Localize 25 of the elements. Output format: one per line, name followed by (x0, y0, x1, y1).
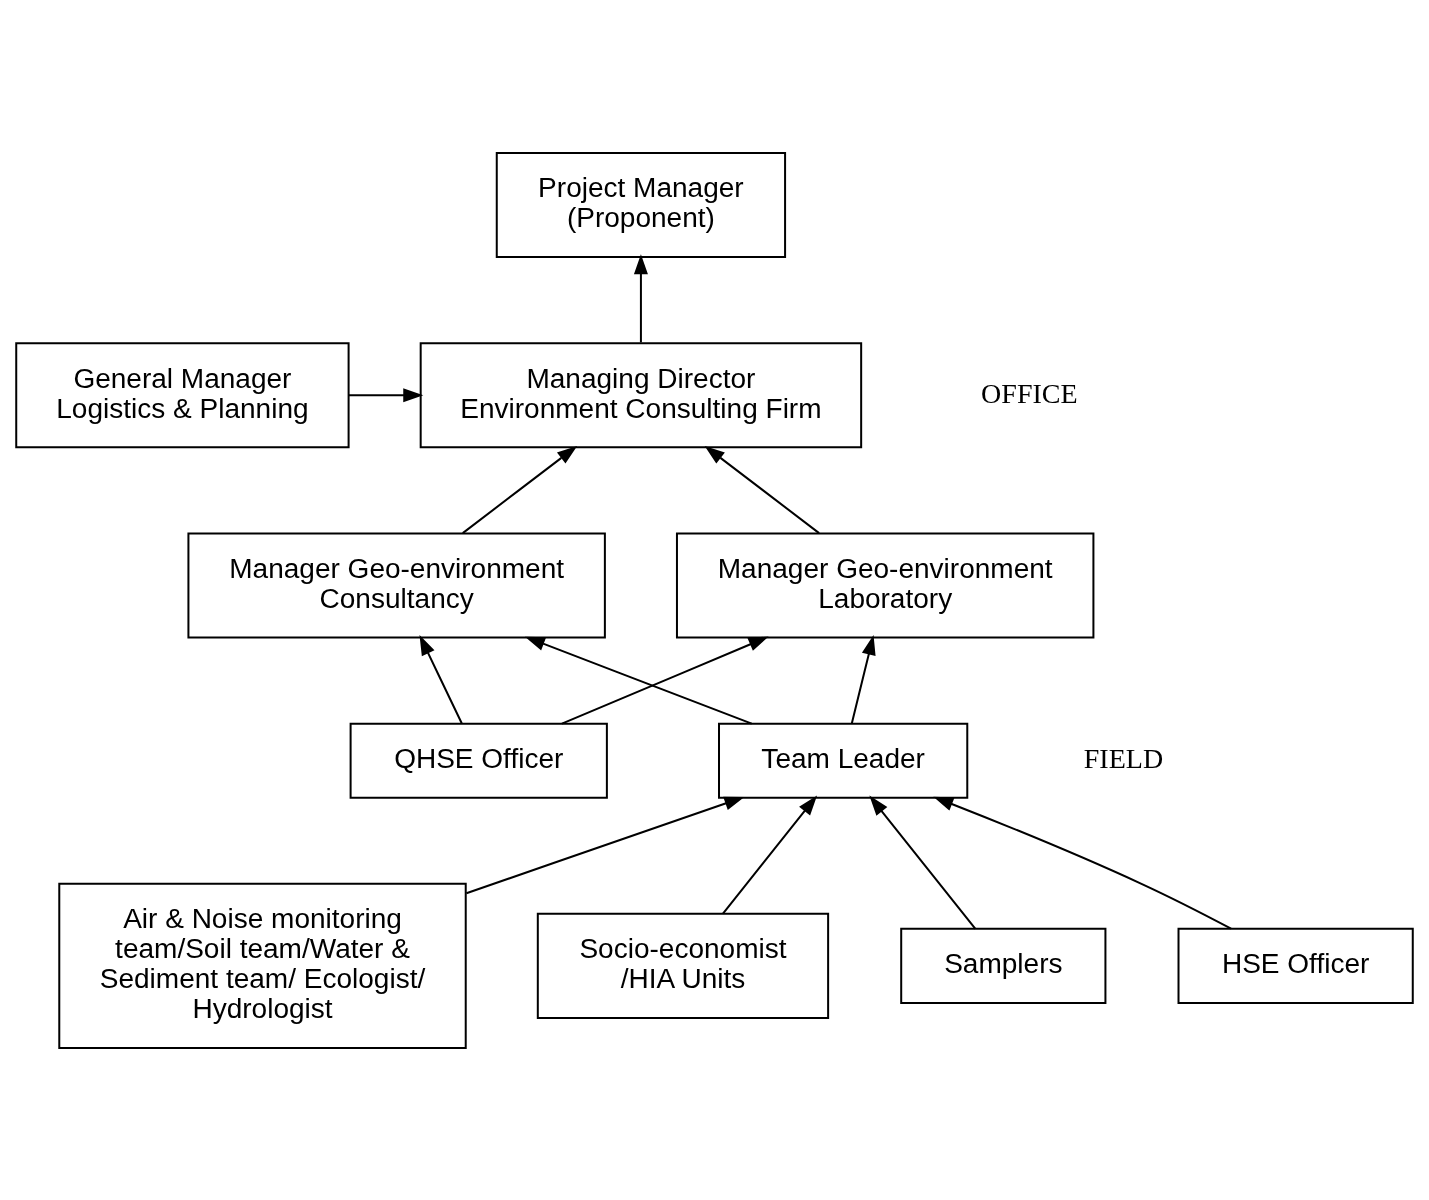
arrow (348, 387, 424, 402)
label: OFFICE (981, 377, 1078, 409)
label: FIELD (1083, 742, 1164, 774)
arrow (633, 253, 648, 343)
node-box: Team Leader (718, 722, 969, 799)
node-box: QHSE Officer (349, 722, 608, 799)
node-box: Socio-economist /HIA Units (536, 912, 830, 1019)
arrow (933, 796, 1233, 930)
arrow (465, 796, 745, 894)
node-box: Air & Noise monitoring team/Soil team/Water & Sediment team/ Ecologist/ Hydrologist (58, 882, 467, 1049)
arrow (524, 636, 753, 725)
node-box: Manager Geo-environment Consultancy (187, 531, 606, 639)
node-box: Manager Geo-environment Laboratory (675, 531, 1095, 639)
arrow (721, 794, 818, 915)
arrow (850, 634, 876, 724)
arrow (704, 445, 821, 534)
node-box: Project Manager (Proponent) (495, 151, 787, 258)
arrow (419, 634, 463, 724)
node-box: Managing Director Environment Consulting Firm (419, 341, 863, 448)
node-box: HSE Officer (1177, 927, 1414, 1004)
arrow (869, 795, 977, 930)
node-box: Samplers (900, 927, 1107, 1004)
arrow (461, 445, 578, 534)
node-box: General Manager Logistics & Planning (15, 341, 350, 448)
arrow (560, 636, 769, 725)
